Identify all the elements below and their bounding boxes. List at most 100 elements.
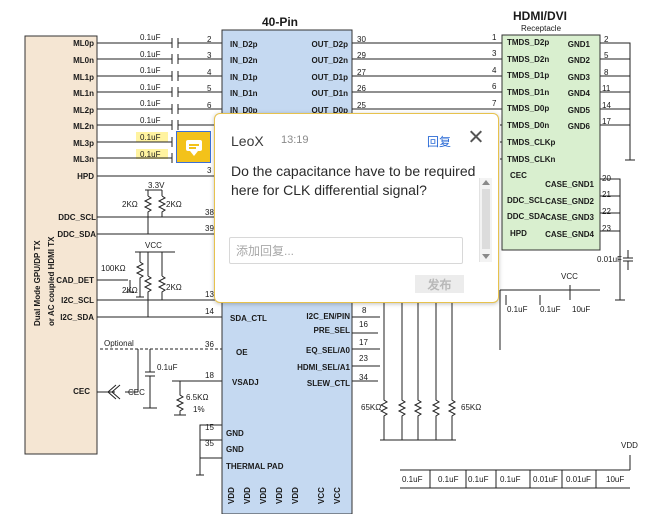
label-65k-right: 65KΩ	[461, 403, 481, 412]
chip-pin-name: IN_D1n	[230, 89, 258, 98]
hdmi-pin-name: TMDS_D2n	[507, 55, 549, 64]
comment-annotation-icon[interactable]	[176, 131, 211, 163]
label-cap-r2: 0.1uF	[540, 305, 561, 314]
label-cap-hpd: 0.01uF	[597, 255, 622, 264]
hdmi-pin-name: TMDS_D0n	[507, 121, 549, 130]
signal-ml0p: ML0p	[73, 39, 94, 48]
chip-pin-num: 13	[205, 290, 214, 299]
chip-pin-name: OUT_D1p	[312, 73, 349, 82]
hdmi-pin-name: TMDS_D1n	[507, 88, 549, 97]
label-cap-r1: 0.1uF	[507, 305, 528, 314]
hdmi-case-name: CASE_GND4	[545, 230, 594, 239]
hdmi-gnd-name: GND6	[568, 122, 591, 131]
signal-ml2n: ML2n	[73, 122, 94, 131]
hdmi-pin-num: 6	[492, 82, 497, 91]
hdmi-pin-name: TMDS_CLKp	[507, 138, 556, 147]
source-label-line2: or AC coupled HDMI TX	[47, 236, 56, 326]
chip-pin-num: 25	[357, 101, 366, 110]
label-2k-d: 2KΩ	[166, 283, 182, 292]
hdmi-title: HDMI/DVI	[513, 9, 567, 23]
scroll-thumb[interactable]	[482, 189, 490, 249]
close-icon[interactable]	[467, 128, 485, 146]
chip-pin-name: THERMAL PAD	[226, 462, 284, 471]
chip-left-pins: 2 IN_D2p 3 IN_D2n 4 IN_D1p 5 IN_D1n 6 IN…	[205, 35, 284, 471]
chip-pin-num: 16	[359, 320, 368, 329]
chip-pin-vdd: VDD	[275, 487, 284, 504]
label-cap-b7: 10uF	[606, 475, 624, 484]
signal-i2c-scl: I2C_SCL	[61, 296, 94, 305]
scroll-down-icon[interactable]	[482, 254, 490, 259]
pullup-resistors	[107, 189, 222, 476]
hdmi-pin-name: DDC_SCL	[507, 196, 545, 205]
label-cec-conn: CEC	[128, 388, 145, 397]
hdmi-pins: 1 TMDS_D2p 3 TMDS_D2n 4 TMDS_D1p 6 TMDS_…	[492, 33, 611, 239]
chip-pin-name: OUT_D1n	[312, 89, 349, 98]
cap-label-7: 0.1uF	[140, 150, 161, 159]
hdmi-gnd-num: 2	[604, 35, 609, 44]
label-cap-oe: 0.1uF	[157, 363, 178, 372]
chip-pin-num: 15	[205, 423, 214, 432]
chip-pin-vdd: VDD	[243, 487, 252, 504]
chip-pin-num: 27	[357, 68, 366, 77]
chip-pin-num: 35	[205, 439, 214, 448]
label-cap-b3: 0.1uF	[468, 475, 489, 484]
chip-pin-num: 34	[359, 373, 368, 382]
reply-scrollbar[interactable]	[479, 178, 492, 262]
chip-pin-vcc: VCC	[333, 487, 342, 504]
signal-ml3n: ML3n	[73, 155, 94, 164]
hdmi-pin-name: TMDS_D0p	[507, 104, 549, 113]
chip-pin-num: 17	[359, 338, 368, 347]
chip-pin-num: 39	[205, 224, 214, 233]
reply-input[interactable]	[229, 237, 463, 264]
hdmi-gnd-name: GND1	[568, 40, 591, 49]
chip-pin-name: GND	[226, 429, 244, 438]
hdmi-case-num: 22	[602, 207, 611, 216]
hdmi-pin-num: 7	[492, 99, 497, 108]
hdmi-gnd-num: 17	[602, 117, 611, 126]
signal-cad-det: CAD_DET	[56, 276, 94, 285]
label-vcc-left: VCC	[145, 241, 162, 250]
label-cap-b6: 0.01uF	[566, 475, 591, 484]
signal-cec: CEC	[73, 387, 90, 396]
chip-pin-num: 3	[207, 51, 212, 60]
label-cap-r3: 10uF	[572, 305, 590, 314]
hdmi-pin-name: TMDS_D2p	[507, 38, 549, 47]
label-100k: 100KΩ	[101, 264, 126, 273]
chip-pin-num: 38	[205, 208, 214, 217]
hdmi-gnd-num: 5	[604, 51, 609, 60]
cap-label-4: 0.1uF	[140, 99, 161, 108]
label-optional: Optional	[104, 339, 134, 348]
chip-pin-num: 36	[205, 340, 214, 349]
reply-link[interactable]: 回复	[427, 135, 452, 149]
chip-pin-vdd: VDD	[259, 487, 268, 504]
hdmi-case-name: CASE_GND1	[545, 180, 594, 189]
hdmi-gnd-name: GND3	[568, 73, 591, 82]
label-3v3: 3.3V	[148, 181, 165, 190]
source-label-line1: Dual Mode GPU/DP TX	[33, 240, 42, 326]
chip-title: 40-Pin	[262, 15, 298, 29]
publish-button[interactable]: 发布	[415, 275, 464, 293]
chip-pin-name: OUT_D2n	[312, 56, 349, 65]
hdmi-gnd-name: GND4	[568, 89, 591, 98]
hdmi-case-num: 21	[602, 190, 611, 199]
cap-label-0: 0.1uF	[140, 33, 161, 42]
signal-lines	[97, 38, 222, 393]
hdmi-body	[501, 34, 601, 251]
chip-pin-num: 3	[207, 166, 212, 175]
hdmi-pin-num: 4	[492, 66, 497, 75]
chip-pin-name: IN_D1p	[230, 73, 258, 82]
chip-pin-vdd: VDD	[227, 487, 236, 504]
hdmi-case-name: CASE_GND3	[545, 213, 594, 222]
hdmi-pin-name: TMDS_D1p	[507, 71, 549, 80]
scroll-up-icon[interactable]	[482, 180, 490, 185]
right-passive-labels: 65KΩ 65KΩ VCC 0.1uF 0.1uF 10uF 0.01uF VD…	[361, 255, 638, 484]
label-cap-b4: 0.1uF	[500, 475, 521, 484]
label-6k5: 6.5KΩ	[186, 393, 208, 402]
signal-ddc-scl: DDC_SCL	[58, 213, 96, 222]
hdmi-case-num: 23	[602, 224, 611, 233]
chip-pin-num: 8	[362, 306, 367, 315]
chip-pin-num: 5	[207, 84, 212, 93]
label-2k-a: 2KΩ	[122, 200, 138, 209]
hdmi-pin-name: HPD	[510, 229, 527, 238]
chip-pin-num: 4	[207, 68, 212, 77]
